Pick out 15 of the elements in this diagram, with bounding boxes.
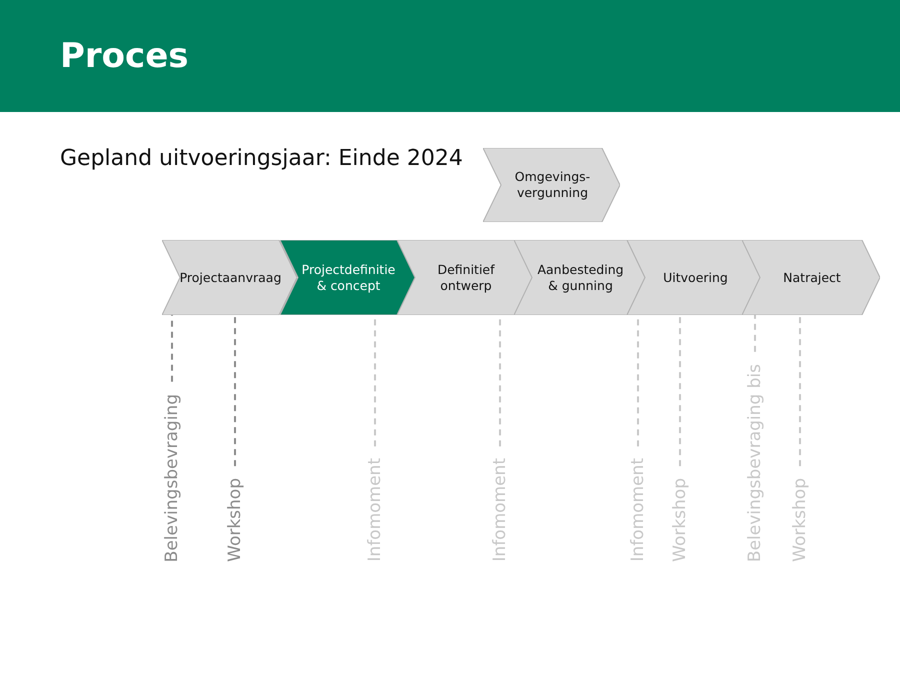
leader-line xyxy=(234,315,236,466)
chevron-step: Definitief ontwerp xyxy=(397,240,533,315)
chevron-step: Projectaanvraag xyxy=(162,240,297,315)
chevron-step: Natraject xyxy=(742,240,880,315)
vertical-label: Belevingsbevraging xyxy=(162,394,182,562)
chevron-step: Omgevings-vergunning xyxy=(483,148,620,222)
vertical-label: Workshop xyxy=(225,478,245,562)
chevron-step: Projectdefinitie & concept xyxy=(280,240,415,315)
subtitle: Gepland uitvoeringsjaar: Einde 2024 xyxy=(60,146,463,171)
leader-line xyxy=(679,315,681,466)
leader-line xyxy=(754,315,756,352)
leader-line xyxy=(799,315,801,466)
chevron-step: Uitvoering xyxy=(627,240,762,315)
chevron-step: Aanbesteding & gunning xyxy=(514,240,645,315)
slide-title: Proces xyxy=(60,36,188,76)
